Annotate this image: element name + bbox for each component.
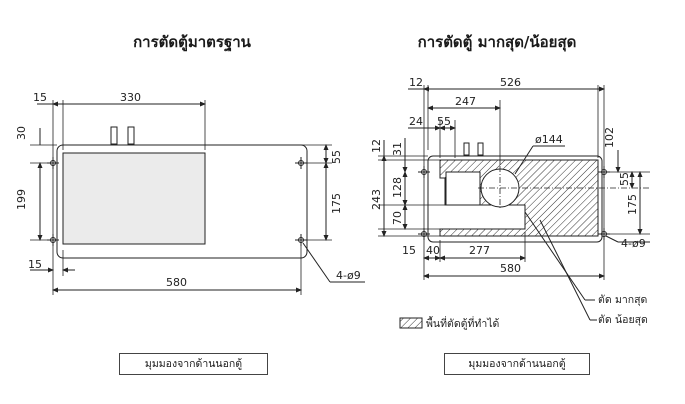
- dim-15-bottom: 15: [28, 258, 42, 271]
- dim-12-top: 12: [409, 76, 423, 89]
- dim-580-left-diagram: 580: [166, 276, 187, 289]
- dim-31: 31: [391, 142, 404, 156]
- standard-cut-diagram: [30, 100, 365, 295]
- title-standard-cut: การตัดตู้มาตรฐาน: [133, 33, 251, 51]
- cabinet-outline-right: [427, 155, 603, 243]
- label-cut-min: ตัด น้อยสุด: [598, 314, 648, 326]
- dim-243: 243: [370, 189, 383, 210]
- dim-15-top: 15: [33, 91, 47, 104]
- holes-label-left: 4-ø9: [336, 269, 361, 282]
- connector-2: [127, 126, 135, 145]
- dim-175-left-diagram: 175: [330, 193, 343, 214]
- dim-526: 526: [500, 76, 521, 89]
- dim-330: 330: [120, 91, 141, 104]
- dim-24: 24: [409, 115, 423, 128]
- caption-view-from-outside-left: มุมมองจากด้านนอกตู้: [119, 353, 268, 375]
- max-min-cut-diagram: [378, 85, 650, 329]
- dim-15-right: 15: [402, 244, 416, 257]
- dim-128: 128: [391, 177, 404, 198]
- caption-view-from-outside-right: มุมมองจากด้านนอกตู้: [444, 353, 590, 375]
- title-max-min-cut: การตัดตู้ มากสุด/น้อยสุด: [417, 33, 577, 51]
- dim-175-right: 175: [626, 194, 639, 215]
- dim-70: 70: [391, 211, 404, 225]
- dim-40: 40: [426, 244, 440, 257]
- cutout-panel: [62, 152, 206, 245]
- legend-hatch-swatch: [399, 317, 423, 329]
- connector-1: [110, 126, 118, 145]
- dim-12-left: 12: [370, 139, 383, 153]
- dim-277: 277: [469, 244, 490, 257]
- dim-diameter-144: ø144: [535, 133, 563, 146]
- holes-label-right: 4-ø9: [621, 237, 646, 250]
- dim-55-left-diagram: 55: [330, 150, 343, 164]
- dim-199: 199: [15, 189, 28, 210]
- legend-cuttable-area: พื้นที่ตัดตู้ที่ทำได้: [426, 316, 499, 330]
- cabinet-outline: [56, 144, 308, 259]
- dim-55-top: 55: [437, 115, 451, 128]
- label-cut-max: ตัด มากสุด: [598, 294, 647, 306]
- dim-102: 102: [603, 127, 616, 148]
- dim-55-right: 55: [618, 172, 631, 186]
- dim-30: 30: [15, 126, 28, 140]
- dim-580-right-diagram: 580: [500, 262, 521, 275]
- dim-247: 247: [455, 95, 476, 108]
